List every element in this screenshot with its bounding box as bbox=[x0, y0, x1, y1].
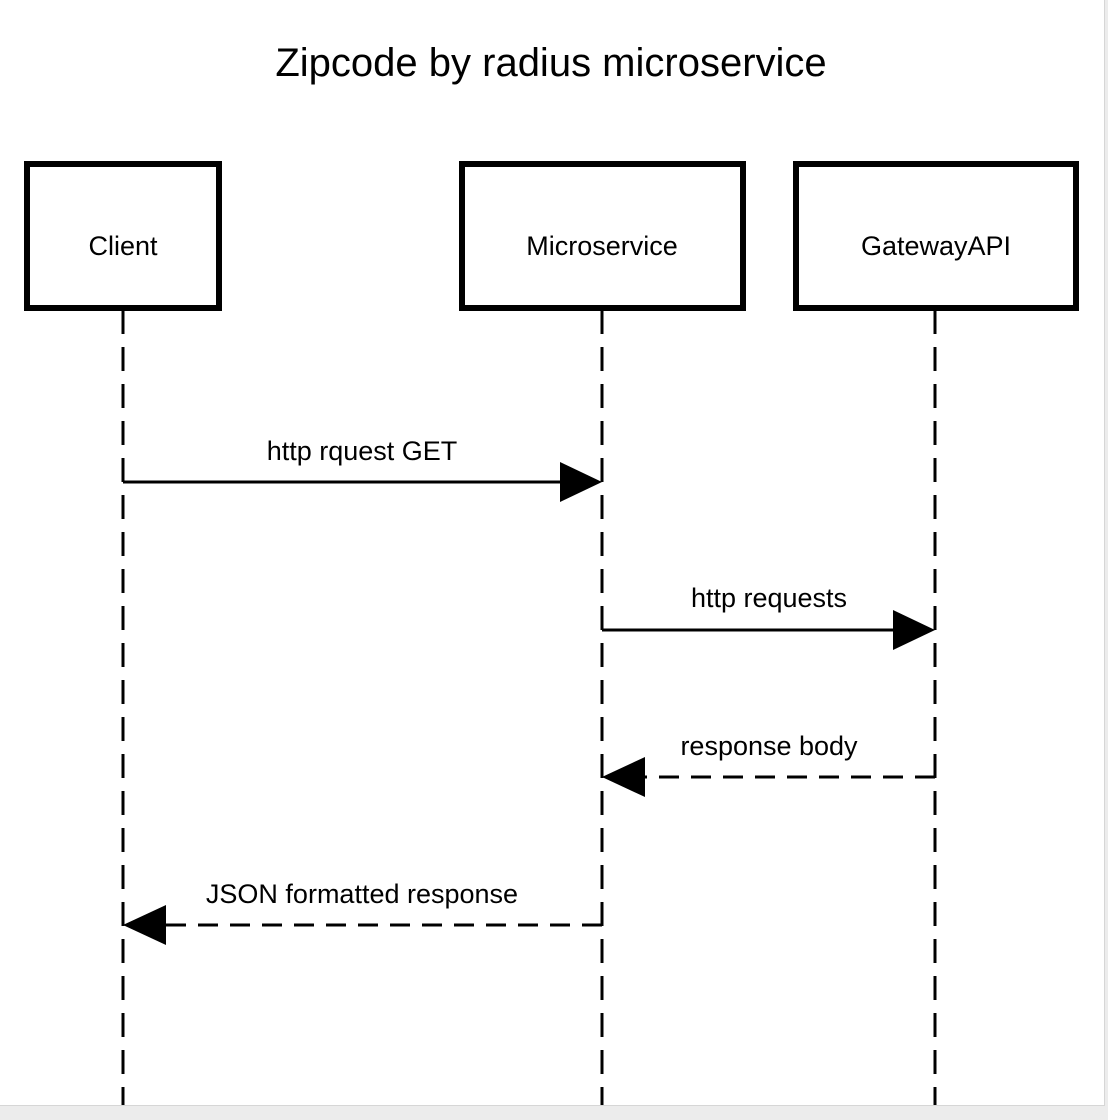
participant-box bbox=[459, 161, 746, 311]
participant-label: Client bbox=[88, 231, 158, 261]
diagram-title: Zipcode by radius microservice bbox=[275, 41, 826, 85]
participant-box bbox=[24, 161, 222, 311]
message-http-requests: http requests bbox=[602, 583, 935, 650]
participant-gateway: GatewayAPI bbox=[793, 161, 1079, 311]
message-label: response body bbox=[680, 731, 858, 761]
arrowhead-icon bbox=[893, 610, 935, 650]
message-label: http rquest GET bbox=[267, 436, 458, 466]
participant-label: GatewayAPI bbox=[861, 231, 1011, 261]
participant-client: Client bbox=[24, 161, 222, 311]
arrowhead-icon bbox=[123, 905, 166, 945]
participant-microservice: Microservice bbox=[459, 161, 746, 311]
message-json-formatted-response: JSON formatted response bbox=[123, 879, 602, 945]
arrowhead-icon bbox=[602, 757, 645, 797]
participant-label: Microservice bbox=[526, 231, 678, 261]
message-http-request-get: http rquest GET bbox=[123, 436, 602, 502]
participant-box bbox=[793, 161, 1079, 311]
message-response-body: response body bbox=[602, 731, 935, 797]
arrowhead-icon bbox=[560, 462, 602, 502]
message-label: JSON formatted response bbox=[206, 879, 518, 909]
message-label: http requests bbox=[691, 583, 847, 613]
